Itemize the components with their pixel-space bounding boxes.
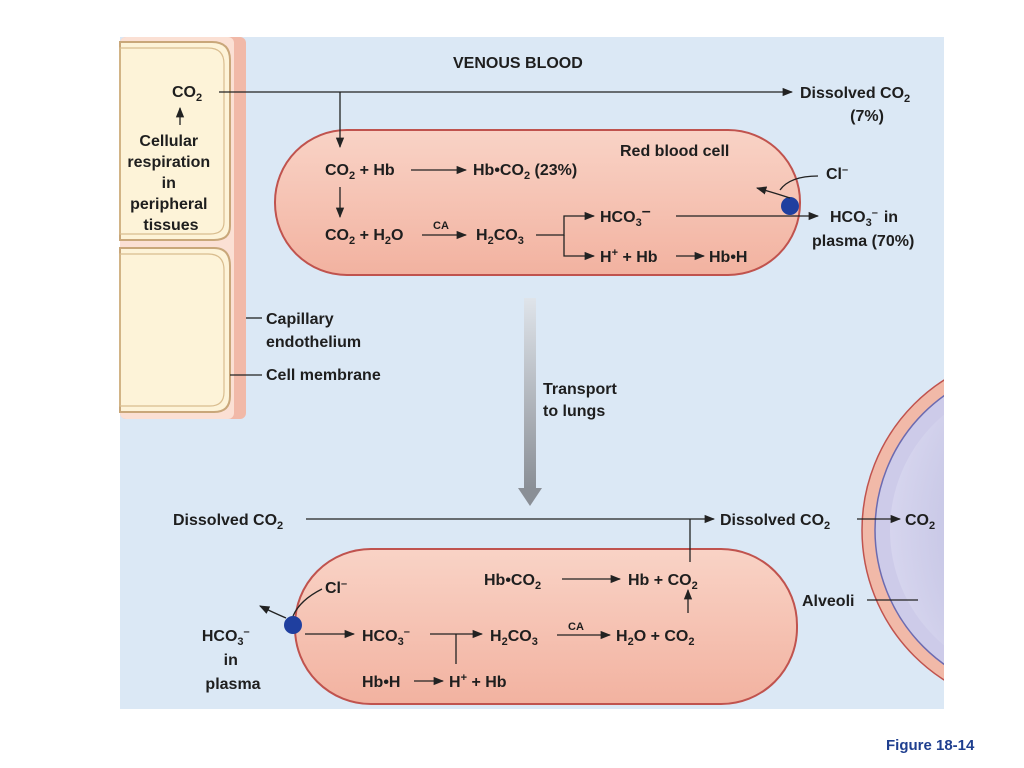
- dissolved-co2-top: Dissolved CO2: [800, 85, 910, 105]
- co2-to-alveolus: CO2: [905, 512, 935, 532]
- h-plus-hb-top: H+ + Hb: [600, 247, 658, 266]
- hb-h-top: Hb•H: [709, 249, 747, 266]
- co2-plus-hb: CO2 + Hb: [325, 162, 395, 182]
- peripheral-cell-top: [119, 41, 231, 241]
- dissolved-co2-right: Dissolved CO2: [720, 512, 830, 532]
- hb-co2-23pct: Hb•CO2 (23%): [473, 162, 577, 182]
- chloride-top: Cl–: [826, 164, 848, 183]
- cell-membrane-label: Cell membrane: [266, 367, 381, 384]
- h2o-plus-co2: H2O + CO2: [616, 628, 695, 648]
- chloride-channel-icon: [284, 616, 302, 634]
- hco3-in-plasma: HCO3–in: [830, 207, 898, 229]
- red-blood-cell-venous: [274, 129, 801, 276]
- plasma-70pct: plasma (70%): [812, 233, 914, 250]
- carbonic-anhydrase-bottom: CA: [568, 621, 584, 633]
- chloride-bottom: Cl–: [325, 578, 347, 597]
- red-blood-cell-label: Red blood cell: [620, 143, 729, 160]
- dissolved-pct: (7%): [850, 108, 884, 125]
- carbonic-anhydrase-label: CA: [433, 220, 449, 232]
- cell-co2-label: CO2: [172, 84, 202, 104]
- reaction-arrows: [175, 87, 918, 686]
- dissolved-co2-left: Dissolved CO2: [173, 512, 283, 532]
- alveolus: [861, 340, 1024, 720]
- transport-arrow: [518, 298, 542, 506]
- co2-plus-h2o: CO2 + H2O: [325, 227, 404, 247]
- h-plus-hb-bottom: H+ + Hb: [449, 672, 507, 691]
- alveoli-label: Alveoli: [802, 593, 854, 610]
- hb-plus-co2: Hb + CO2: [628, 572, 698, 592]
- cellular-respiration-label: Cellular respiration in peripheral tissu…: [127, 133, 214, 234]
- hb-h-bottom: Hb•H: [362, 674, 400, 691]
- h2co3-top: H2CO3: [476, 227, 524, 247]
- tissue-cells: [119, 37, 246, 419]
- hco3-top: HCO3–: [600, 203, 651, 229]
- h2co3-bottom: H2CO3: [490, 628, 538, 648]
- peripheral-cell-bottom: [119, 247, 231, 413]
- chloride-channel-icon: [781, 197, 799, 215]
- hco3-cell-bottom: HCO3–: [362, 626, 410, 648]
- hco3-in-plasma-bottom: HCO3– in plasma: [202, 622, 261, 693]
- figure-caption: Figure 18-14: [886, 737, 975, 754]
- hb-co2-bottom: Hb•CO2: [484, 572, 541, 592]
- venous-blood-title: VENOUS BLOOD: [453, 55, 583, 72]
